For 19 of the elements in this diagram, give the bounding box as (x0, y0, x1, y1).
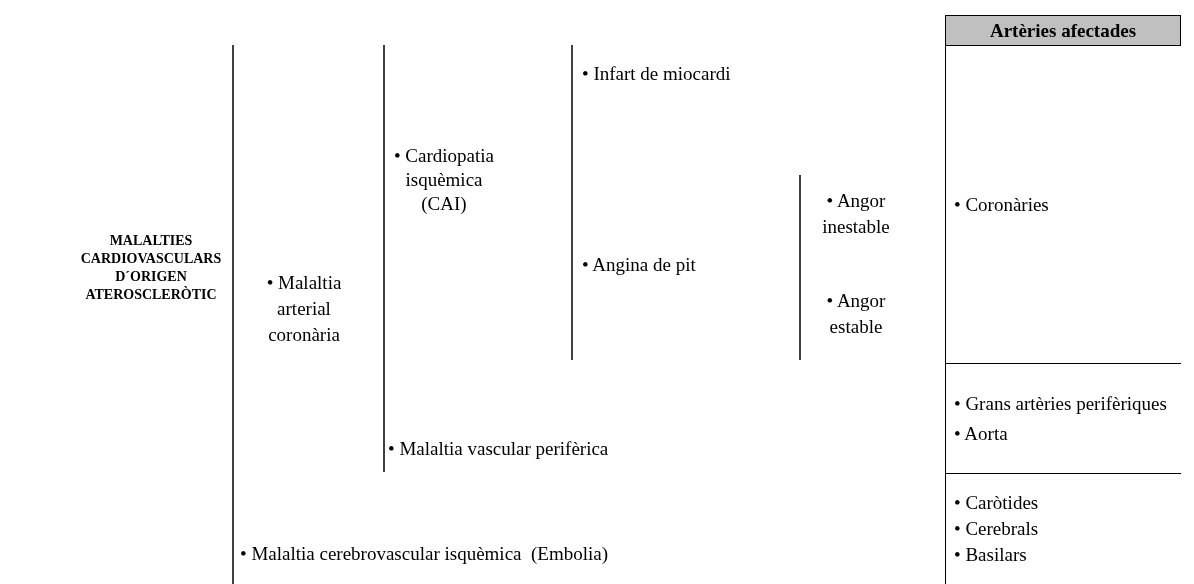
tree-item: • Angor estable (825, 289, 887, 339)
tree-item: • Malaltia cerebrovascular isquèmica (Embolia) (240, 542, 610, 566)
cell-text: • Grans artèries perifèriques (954, 392, 1168, 415)
tree-item: • Cardiopatia isquèmica (CAI) (392, 144, 495, 216)
table-cell (945, 473, 1181, 584)
cell-text: • Coronàries (954, 193, 1050, 216)
cell-text: • Basilars (954, 544, 1028, 566)
tree-item: • Angina de pit (582, 253, 697, 277)
cell-text: • Aorta (954, 422, 1009, 445)
table-header (945, 15, 1181, 46)
cell-text: • Cerebrals (954, 518, 1040, 540)
cell-text: Artèries afectades (989, 19, 1137, 42)
tree-item: • Malaltia vascular perifèrica (388, 437, 610, 461)
tree-item: • Angor inestable (821, 189, 891, 239)
table-cell (945, 363, 1181, 473)
tree-item: • Malaltia arterial coronària (265, 271, 343, 347)
cell-text: • Caròtides (954, 492, 1040, 514)
root-heading: MALALTIES CARDIOVASCULARS D´ORIGEN ATEROSCLERÒTIC (79, 232, 223, 304)
tree-item: • Infart de miocardi (582, 62, 732, 86)
